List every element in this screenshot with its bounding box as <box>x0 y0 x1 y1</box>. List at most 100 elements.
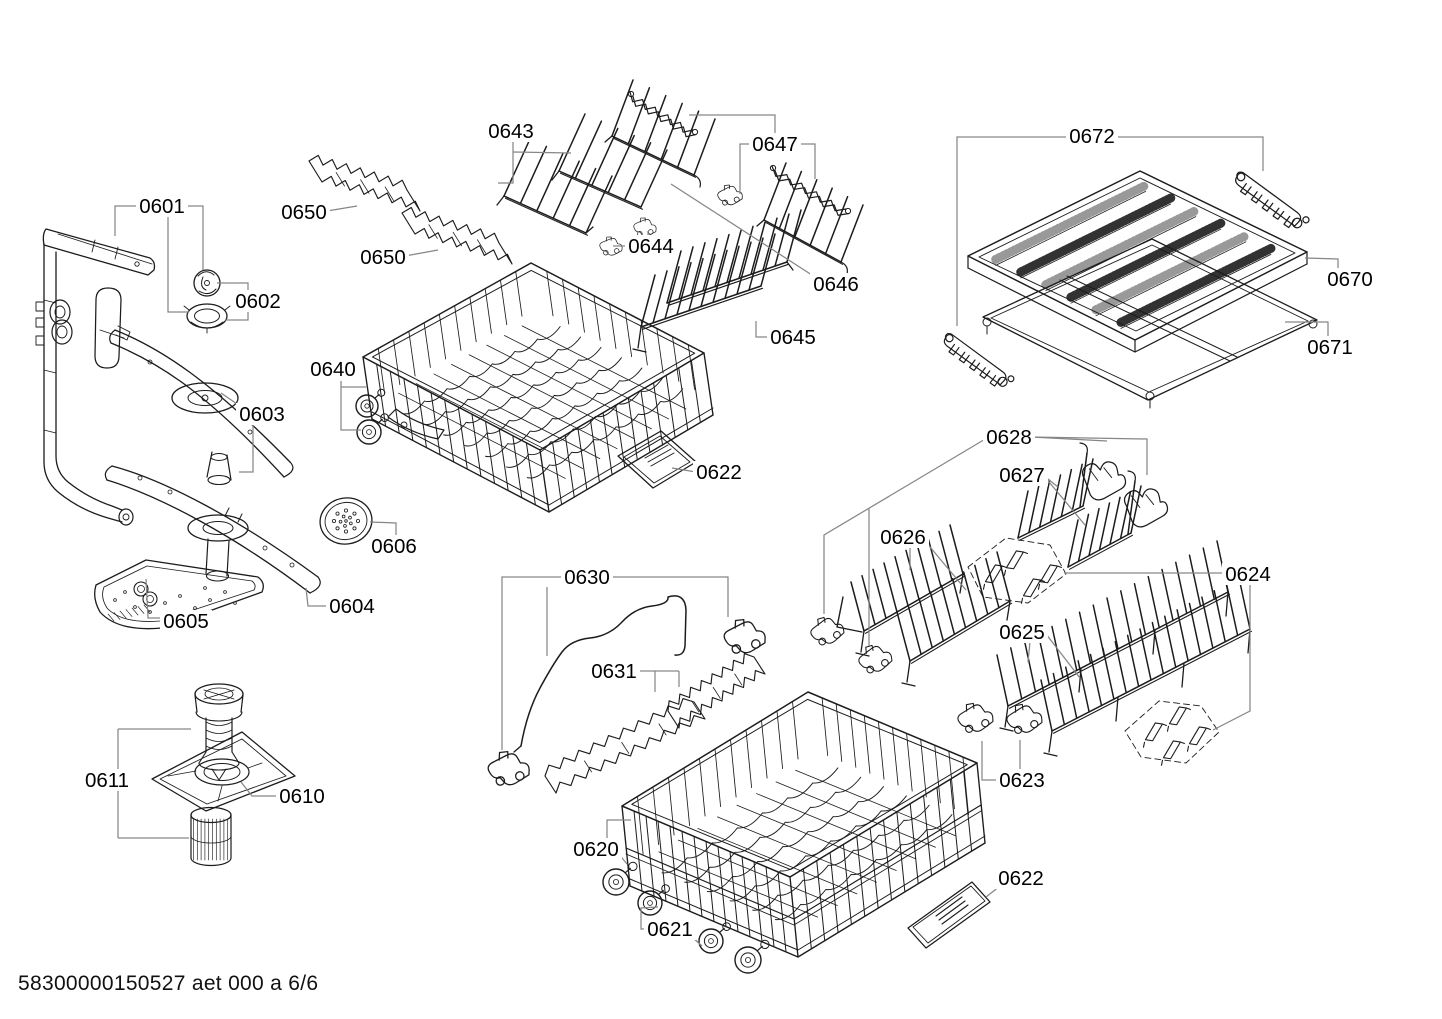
callout-0627-19: 0627 <box>996 464 1086 526</box>
leader-line <box>1027 641 1031 663</box>
part-0627-tine-rows <box>1017 442 1142 570</box>
label-background <box>996 464 1048 486</box>
label-background <box>326 595 378 617</box>
callout-0606-15: 0606 <box>368 521 420 558</box>
callout-0611-26: 0611 <box>81 728 191 839</box>
label-background <box>307 358 359 380</box>
label-background <box>749 133 801 155</box>
leader-line <box>924 540 967 591</box>
label-background <box>236 403 288 425</box>
leader-line <box>217 282 249 290</box>
callout-0622-14: 0622 <box>671 461 745 484</box>
part-label-0631: 0631 <box>591 660 637 683</box>
callout-0624-21: 0624 <box>1064 563 1274 731</box>
part-label-0620: 0620 <box>573 838 619 861</box>
part-label-0630: 0630 <box>564 566 610 589</box>
leader-line <box>798 143 816 179</box>
part-label-0603: 0603 <box>239 403 285 426</box>
label-background <box>276 785 328 807</box>
part-label-0650: 0650 <box>360 246 406 269</box>
leader-line <box>305 587 330 607</box>
part-label-0644: 0644 <box>628 235 674 258</box>
leader-line <box>114 205 137 236</box>
label-background <box>1324 268 1376 290</box>
part-label-0621: 0621 <box>647 918 693 941</box>
part-0630-wire-and-clips <box>487 595 766 786</box>
callout-0620-28: 0620 <box>570 819 631 865</box>
part-label-0624: 0624 <box>1225 563 1271 586</box>
part-0650-blade-racks <box>308 154 513 265</box>
leader-line <box>823 437 988 614</box>
part-0628-bracket-clips <box>810 461 1169 674</box>
part-label-0650: 0650 <box>281 201 327 224</box>
callout-0645-9: 0645 <box>755 321 819 349</box>
label-background <box>625 235 677 257</box>
label-background <box>588 660 640 682</box>
part-label-0672: 0672 <box>1069 125 1115 148</box>
part-label-0646: 0646 <box>813 273 859 296</box>
leader-line <box>1043 475 1086 526</box>
part-0604-lower-spray-arm <box>104 465 321 594</box>
part-0671-frame <box>982 238 1318 409</box>
part-label-0627: 0627 <box>999 464 1045 487</box>
label-background <box>644 918 696 940</box>
part-0605-filter-plate <box>94 559 264 630</box>
label-background <box>278 201 330 223</box>
part-label-0671: 0671 <box>1307 336 1353 359</box>
leader-line <box>1116 136 1264 171</box>
part-0645-tine-rack <box>632 209 802 353</box>
part-0626-tine-rows <box>836 524 1013 687</box>
callout-0630-24: 0630 <box>501 566 729 750</box>
part-label-0645: 0645 <box>770 326 816 349</box>
part-0647-clip-strips <box>627 90 852 216</box>
callout-0643-5: 0643 <box>485 120 572 184</box>
label-background <box>995 867 1047 889</box>
leader-line <box>369 521 397 536</box>
label-background <box>232 290 284 312</box>
part-label-0626: 0626 <box>880 526 926 549</box>
leader-line <box>225 312 249 321</box>
label-background <box>561 566 613 588</box>
part-0646-tine-racks <box>604 79 864 275</box>
part-label-0605: 0605 <box>163 610 209 633</box>
part-0644-clips <box>599 217 657 256</box>
part-0622-lower-plate <box>907 881 991 949</box>
leader-line <box>145 578 163 619</box>
part-0621-wheels <box>602 861 770 974</box>
label-background <box>160 610 212 632</box>
part-label-0611: 0611 <box>85 769 129 792</box>
leader-line <box>739 143 752 194</box>
leader-line <box>512 151 572 154</box>
callout-0640-13: 0640 <box>307 358 366 431</box>
callout-0610-27: 0610 <box>240 781 328 808</box>
leader-line <box>239 424 254 473</box>
part-label-0670: 0670 <box>1327 268 1373 291</box>
leader-line <box>1030 436 1148 475</box>
label-background <box>485 120 537 142</box>
leader-line <box>501 576 563 750</box>
callout-0650-4: 0650 <box>357 246 439 269</box>
leader-line <box>167 217 189 313</box>
label-background <box>357 246 409 268</box>
part-label-0604: 0604 <box>329 595 375 618</box>
leader-line <box>1045 633 1081 679</box>
part-0625-tine-rows <box>996 540 1253 757</box>
part-label-0606: 0606 <box>371 535 417 558</box>
label-background <box>570 838 622 860</box>
diagram-callouts: 0601060206030650065006430644064706460645… <box>81 114 1376 947</box>
part-label-0610: 0610 <box>279 785 325 808</box>
leader-line <box>188 205 204 270</box>
callout-0605-17: 0605 <box>145 578 212 633</box>
part-0606-disc <box>319 497 373 545</box>
leader-line <box>1304 257 1339 270</box>
part-0624-clip-sets <box>967 537 1220 766</box>
leader-line <box>671 467 697 473</box>
leader-line <box>240 781 281 797</box>
callout-0647-7: 0647 <box>689 114 816 194</box>
document-number: 58300000150527 aet 000 a 6/6 <box>18 972 319 995</box>
part-label-0601: 0601 <box>139 195 185 218</box>
label-background <box>1222 563 1274 585</box>
part-0601-feed-pipe <box>35 228 156 526</box>
